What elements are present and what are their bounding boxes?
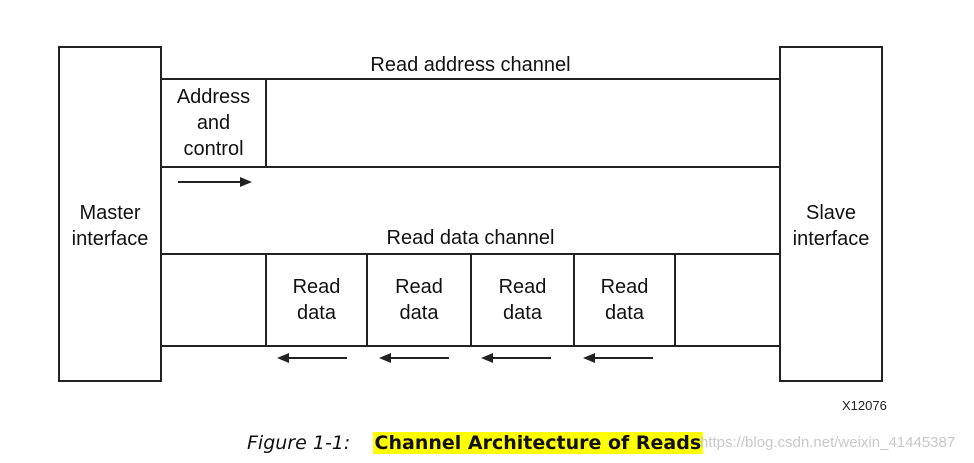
read-data-cell: Read data: [600, 276, 649, 324]
figure-caption: Figure 1-1: Channel Architecture of Read…: [247, 432, 704, 455]
read-data-divider: [470, 253, 472, 347]
figure-number: Figure 1-1:: [247, 432, 351, 454]
address-cell-divider: [265, 78, 267, 168]
read-data-arrow: [277, 353, 347, 363]
master-interface-box: [58, 46, 162, 382]
figure-code: X12076: [842, 398, 887, 413]
read-data-cell: Read data: [292, 276, 341, 324]
read-address-arrow: [178, 177, 252, 187]
figure-title: Channel Architecture of Reads: [372, 432, 704, 454]
read-data-arrow: [583, 353, 653, 363]
read-data-channel-title: Read data channel: [386, 227, 555, 249]
read-data-cell: Read data: [395, 276, 443, 324]
read-data-cell: Read data: [498, 276, 547, 324]
read-data-divider: [573, 253, 575, 347]
read-data-divider: [265, 253, 267, 347]
read-data-divider: [366, 253, 368, 347]
diagram: Master interface Slave interface Read ad…: [58, 46, 887, 413]
read-address-channel-title: Read address channel: [370, 54, 571, 76]
master-interface-label: Master interface: [71, 202, 149, 250]
read-data-arrow: [481, 353, 551, 363]
read-data-arrow: [379, 353, 449, 363]
watermark: https://blog.csdn.net/weixin_41445387: [700, 434, 956, 451]
slave-interface-box: [779, 46, 883, 382]
slave-interface-label: Slave interface: [792, 202, 870, 250]
read-address-channel-top-line: [160, 78, 781, 80]
read-data-divider: [674, 253, 676, 347]
address-and-control-cell: Address and control: [176, 86, 251, 160]
read-address-channel-bottom-line: [160, 166, 781, 168]
